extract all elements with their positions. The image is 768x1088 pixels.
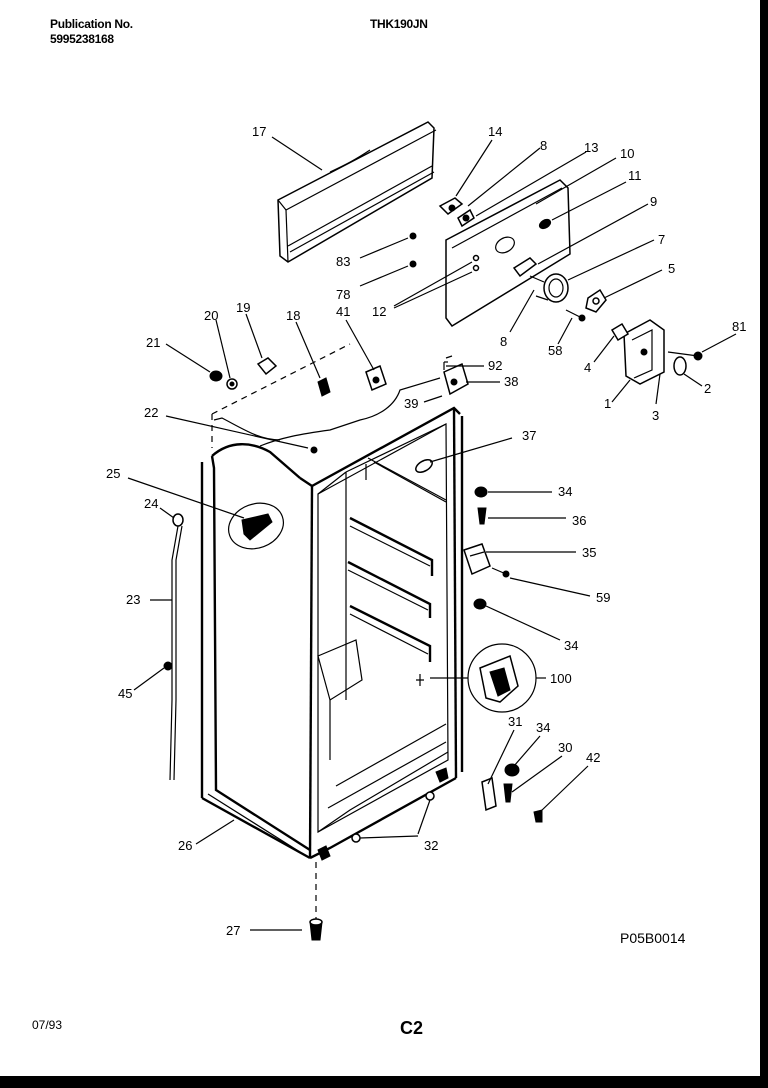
callout-2: 2 xyxy=(704,381,711,396)
part-22-screw xyxy=(310,446,318,454)
part-31-bottom-hinge xyxy=(481,776,497,812)
callout-31: 31 xyxy=(508,714,522,729)
part-10-control-housing xyxy=(445,179,571,327)
part-35-center-hinge xyxy=(463,543,491,576)
callout-83: 83 xyxy=(336,254,350,269)
revision-date: 07/93 xyxy=(32,1018,63,1032)
part-17-top-trim xyxy=(277,121,437,263)
callout-42: 42 xyxy=(586,750,600,765)
part-34b-bumper xyxy=(473,598,487,610)
part-19-spacer xyxy=(256,357,278,376)
part-34c-bumper xyxy=(504,763,520,777)
part-23-drain-tube xyxy=(163,513,184,781)
callout-17: 17 xyxy=(252,124,266,139)
callout-10: 10 xyxy=(620,146,634,161)
part-78-screw xyxy=(409,260,417,268)
callout-92: 92 xyxy=(488,358,502,373)
part-36-stud xyxy=(477,507,487,525)
callout-100: 100 xyxy=(550,671,572,686)
callout-78: 78 xyxy=(336,287,350,302)
callout-45: 45 xyxy=(118,686,132,701)
callout-7: 7 xyxy=(658,232,665,247)
part-58-screw xyxy=(565,309,586,322)
callout-39: 39 xyxy=(404,396,418,411)
callout-81: 81 xyxy=(732,319,746,334)
callout-24: 24 xyxy=(144,496,158,511)
part-83-screw xyxy=(409,232,417,240)
callout-30: 30 xyxy=(558,740,572,755)
callout-38: 38 xyxy=(504,374,518,389)
callout-26: 26 xyxy=(178,838,192,853)
callout-34b: 34 xyxy=(564,638,578,653)
callout-22: 22 xyxy=(144,405,158,420)
scan-border-bottom xyxy=(0,1076,768,1088)
callout-leaders xyxy=(127,136,737,931)
callout-58: 58 xyxy=(548,343,562,358)
part-1-control-assembly xyxy=(610,319,665,385)
callout-34: 34 xyxy=(558,484,572,499)
part-100-detail xyxy=(416,643,537,713)
callout-3: 3 xyxy=(652,408,659,423)
callout-25: 25 xyxy=(106,466,120,481)
callout-18: 18 xyxy=(286,308,300,323)
callout-9: 9 xyxy=(650,194,657,209)
callout-8: 8 xyxy=(540,138,547,153)
part-81-screw xyxy=(667,351,703,361)
part-30-pin xyxy=(503,783,513,803)
cabinet-body xyxy=(200,377,464,861)
callout-23: 23 xyxy=(126,592,140,607)
callout-59: 59 xyxy=(596,590,610,605)
part-14-bracket xyxy=(438,197,464,215)
part-18-screw xyxy=(317,377,331,397)
callout-37: 37 xyxy=(522,428,536,443)
part-34-bumper xyxy=(474,486,488,498)
callout-11: 11 xyxy=(628,168,642,183)
part-41-bracket xyxy=(365,364,387,392)
callout-4: 4 xyxy=(584,360,591,375)
part-13-clip xyxy=(457,208,475,228)
model-number: THK190JN xyxy=(370,17,428,31)
callout-41: 41 xyxy=(336,304,350,319)
part-27-leveling-leg xyxy=(309,862,323,941)
callout-27: 27 xyxy=(226,923,240,938)
callout-36: 36 xyxy=(572,513,586,528)
publication-label: Publication No. xyxy=(50,17,133,31)
part-7-light-socket xyxy=(529,273,569,303)
part-5-switch xyxy=(585,288,607,313)
part-32-plug xyxy=(425,791,435,801)
part-24-drain-cap xyxy=(172,513,184,527)
callout-5: 5 xyxy=(668,261,675,276)
part-45-clip xyxy=(163,661,173,671)
page-code: C2 xyxy=(400,1018,424,1038)
callout-34c: 34 xyxy=(536,720,550,735)
callout-8b: 8 xyxy=(500,334,507,349)
publication-number: 5995238168 xyxy=(50,32,114,46)
callout-14: 14 xyxy=(488,124,502,139)
callout-20: 20 xyxy=(204,308,218,323)
callout-12: 12 xyxy=(372,304,386,319)
part-20-screw xyxy=(226,378,238,390)
callout-numbers: 17 14 8 13 10 11 9 7 5 81 83 78 12 8 58 … xyxy=(106,124,746,938)
part-38-top-hinge xyxy=(443,355,469,396)
part-37-plug xyxy=(415,459,433,473)
assembly-dashed-line xyxy=(211,343,351,415)
part-42-screw xyxy=(533,809,543,823)
callout-1: 1 xyxy=(604,396,611,411)
part-8-knob xyxy=(512,257,538,278)
drawing-number: P05B0014 xyxy=(620,930,686,946)
part-59-screw xyxy=(491,567,510,578)
part-2-knob xyxy=(673,356,687,376)
callout-19: 19 xyxy=(236,300,250,315)
part-21-plug xyxy=(209,370,223,382)
callout-13: 13 xyxy=(584,140,598,155)
callout-21: 21 xyxy=(146,335,160,350)
callout-35: 35 xyxy=(582,545,596,560)
scan-border-right xyxy=(760,0,768,1088)
callout-32: 32 xyxy=(424,838,438,853)
